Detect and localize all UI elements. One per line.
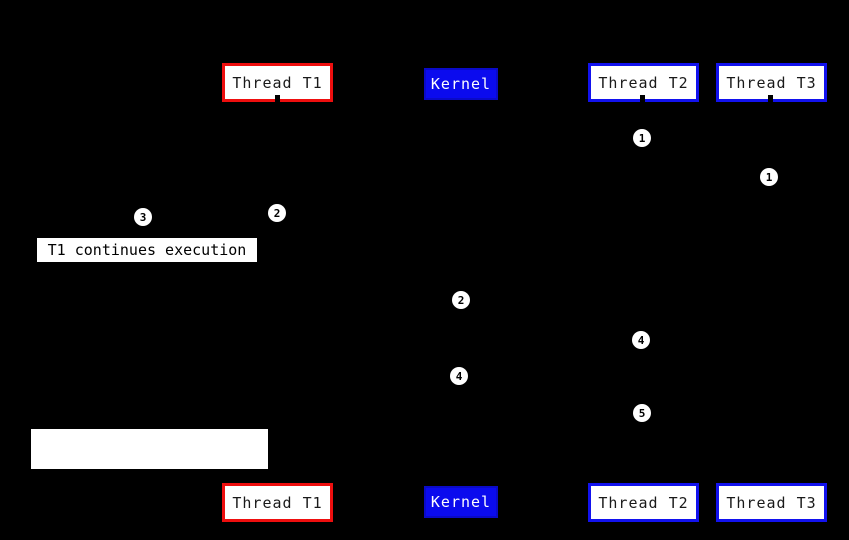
event-marker-label: 3 — [139, 210, 147, 224]
kernel-label-top: Kernel — [430, 75, 492, 93]
kernel-box-top: Kernel — [424, 68, 498, 100]
thread-t1-box-bottom: Thread T1 — [222, 483, 333, 522]
thread-t2-box-bottom: Thread T2 — [588, 483, 699, 522]
lifeline-notch-t2-bottom — [640, 478, 645, 487]
event-marker-2-kernel: 2 — [452, 291, 470, 309]
thread-t3-label-top: Thread T3 — [726, 73, 817, 92]
event-marker-label: 4 — [455, 369, 463, 383]
thread-t1-label-bottom: Thread T1 — [232, 493, 323, 512]
event-marker-4-kernel: 4 — [450, 367, 468, 385]
blank-note-box — [31, 429, 268, 469]
event-marker-label: 5 — [638, 406, 646, 420]
lifeline-notch-t3-bottom — [768, 478, 773, 487]
event-marker-2-t1: 2 — [268, 204, 286, 222]
event-marker-1-t2: 1 — [633, 129, 651, 147]
event-marker-label: 1 — [638, 131, 646, 145]
t1-continues-execution-note: T1 continues execution — [36, 237, 258, 263]
thread-t1-label-top: Thread T1 — [232, 73, 323, 92]
event-marker-3: 3 — [134, 208, 152, 226]
thread-t3-label-bottom: Thread T3 — [726, 493, 817, 512]
event-marker-label: 1 — [765, 170, 773, 184]
lifeline-notch-t1-bottom — [275, 478, 280, 487]
event-marker-label: 2 — [457, 293, 465, 307]
event-marker-5: 5 — [633, 404, 651, 422]
kernel-label-bottom: Kernel — [430, 493, 492, 511]
event-marker-1-t3: 1 — [760, 168, 778, 186]
thread-t2-label-top: Thread T2 — [598, 73, 689, 92]
thread-t2-label-bottom: Thread T2 — [598, 493, 689, 512]
kernel-box-bottom: Kernel — [424, 486, 498, 518]
event-marker-4-t2: 4 — [632, 331, 650, 349]
event-marker-label: 4 — [637, 333, 645, 347]
lifeline-notch-t1-top — [275, 95, 280, 104]
t1-continues-execution-label: T1 continues execution — [47, 241, 247, 259]
event-marker-label: 2 — [273, 206, 281, 220]
lifeline-notch-t3-top — [768, 95, 773, 104]
thread-t3-box-bottom: Thread T3 — [716, 483, 827, 522]
lifeline-notch-t2-top — [640, 95, 645, 104]
